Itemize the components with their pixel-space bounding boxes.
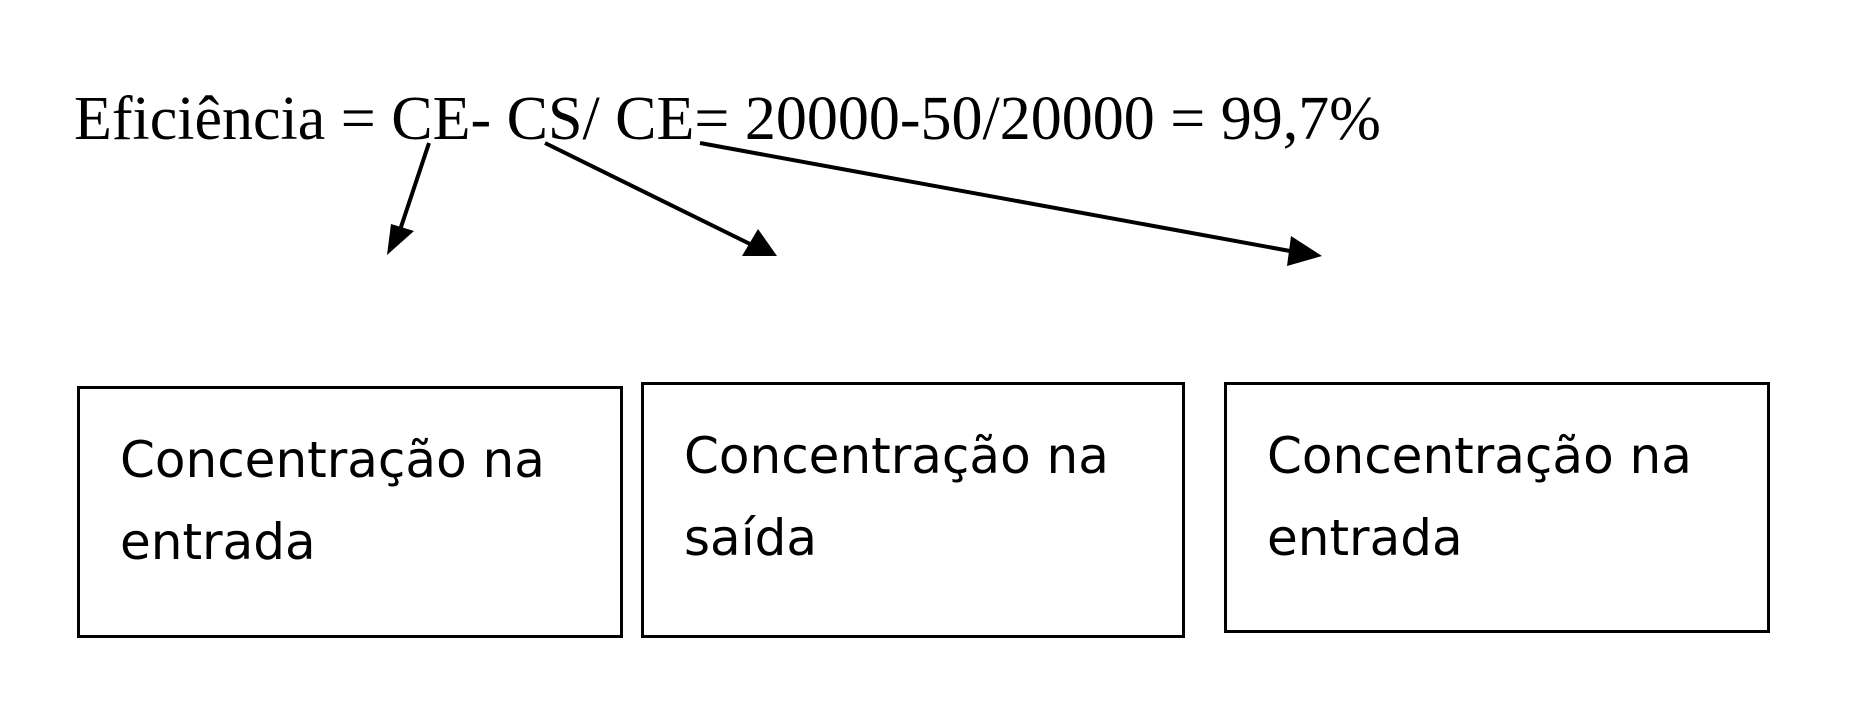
box-exit-concentration: Concentração na saída [641, 382, 1185, 638]
box-label: Concentração na entrada [1267, 427, 1692, 567]
box-label: Concentração na entrada [120, 431, 545, 571]
efficiency-formula: Eficiência = CE- CS/ CE= 20000-50/20000 … [74, 85, 1381, 153]
arrow-ce-to-entry-2 [699, 141, 1322, 266]
arrow-cs-to-exit [544, 141, 777, 256]
box-entry-concentration-2: Concentração na entrada [1224, 382, 1770, 633]
box-label: Concentração na saída [684, 427, 1109, 567]
box-entry-concentration: Concentração na entrada [77, 386, 623, 638]
arrow-ce-to-entry [387, 142, 431, 255]
